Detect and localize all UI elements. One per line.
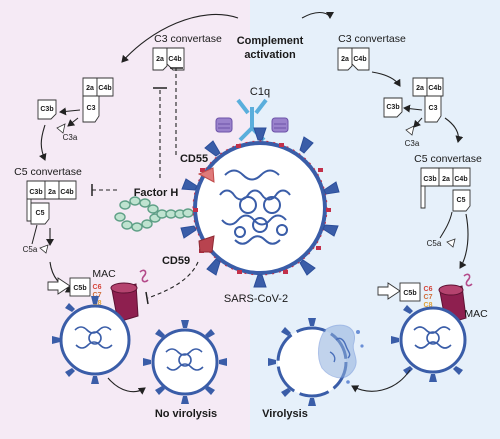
right-c3a-fragment: C3a [405,125,420,148]
right-c5b-complex: C5b C6 C7 C8 [377,282,433,309]
virolysis-label: Virolysis [262,408,308,420]
svg-text:C3b: C3b [40,106,53,113]
svg-text:2a: 2a [48,189,56,196]
svg-text:C3b: C3b [29,189,42,196]
cd55-protein [197,167,215,183]
factor-h-protein [114,196,194,232]
left-c5b-complex: C5b C6 C7 C8 [47,277,102,307]
c1q-label: C1q [250,86,270,98]
left-c3a-fragment: C3a [56,123,78,142]
c5-convertase-label-left: C5 convertase [14,166,82,178]
left-c5-convertase-complex: C3b 2a C4b C5 [26,180,77,225]
svg-text:C4b: C4b [353,56,366,63]
left-c3-cleavage-complex: 2a C4b C3 [82,77,114,123]
complement-activation-line2: activation [244,49,296,61]
left-c3-convertase-complex: 2a C4b [152,47,185,71]
svg-text:C3: C3 [87,105,96,112]
svg-text:C3a: C3a [405,139,420,148]
no-virolysis-label: No virolysis [155,408,217,420]
mac-label-right: MAC [464,308,488,320]
svg-text:2a: 2a [86,85,94,92]
svg-text:C7: C7 [93,292,102,299]
factor-h-label: Factor H [134,187,179,199]
cd59-label: CD59 [162,255,190,267]
left-c5a-fragment: C5a [23,244,49,254]
mac-label-left: MAC [92,268,116,280]
svg-text:C6: C6 [93,284,102,291]
virus-name-label: SARS-CoV-2 [224,293,288,305]
svg-text:C4b: C4b [98,85,111,92]
left-target-virus [52,296,131,384]
right-c5a-fragment: C5a [427,238,456,248]
svg-text:C4b: C4b [428,85,441,92]
svg-text:C5: C5 [457,197,466,204]
complement-activation-line1: Complement [237,35,304,47]
svg-text:C5a: C5a [23,245,38,254]
svg-text:2a: 2a [442,176,450,183]
right-target-virus [391,305,467,382]
svg-text:C5: C5 [36,210,45,217]
right-c3b-fragment: C3b [383,97,403,118]
svg-text:C4b: C4b [60,189,73,196]
left-mac-pore [110,269,149,323]
arrow-activation-to-left [121,13,239,63]
svg-text:C3b: C3b [386,104,399,111]
left-c3b-fragment: C3b [37,99,57,120]
svg-text:2a: 2a [341,56,349,63]
c5-convertase-label-right: C5 convertase [414,153,482,165]
no-virolysis-virus [143,320,227,404]
svg-text:2a: 2a [416,85,424,92]
svg-text:C3: C3 [429,105,438,112]
cd55-label: CD55 [180,153,208,165]
lysed-virus [268,318,364,406]
right-c3-convertase-complex: 2a C4b [337,47,370,71]
cd59-protein [198,235,215,253]
svg-text:C5b: C5b [73,285,86,292]
sars-cov-2-virus [180,127,340,288]
c3-convertase-label-left: C3 convertase [154,33,222,45]
c2a-text: 2a [156,56,164,63]
svg-text:C8: C8 [424,302,433,309]
svg-text:C5b: C5b [403,290,416,297]
svg-text:C6: C6 [424,286,433,293]
right-c5-convertase-complex: C3b 2a C4b C5 [420,167,471,212]
c4b-text: C4b [168,56,181,63]
svg-text:C3b: C3b [423,176,436,183]
right-c3-cleavage-complex: 2a C4b C3 [412,77,444,123]
arrow-activation-to-right [301,11,334,19]
svg-text:C3a: C3a [63,133,78,142]
svg-text:C7: C7 [424,294,433,301]
svg-text:C4b: C4b [454,176,467,183]
c3-convertase-label-right: C3 convertase [338,33,406,45]
svg-text:C5a: C5a [427,239,442,248]
